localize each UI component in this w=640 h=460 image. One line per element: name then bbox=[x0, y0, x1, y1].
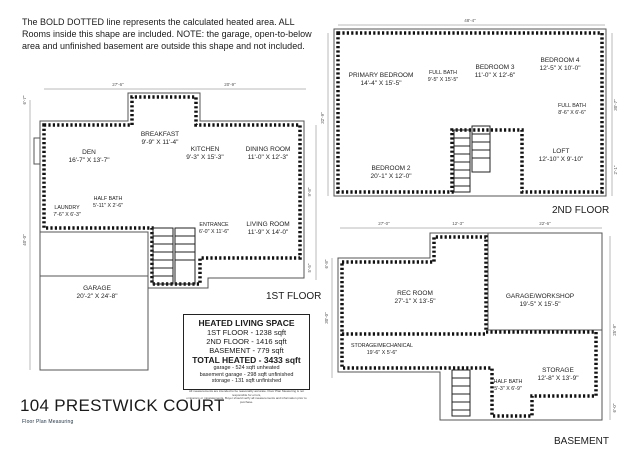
room-half-bath-basement: HALF BATH bbox=[494, 379, 523, 385]
dim-label: 6'-0" bbox=[612, 403, 617, 412]
room-laundry: LAUNDRY bbox=[54, 205, 80, 211]
property-address: 104 PRESTWICK COURT bbox=[20, 396, 225, 415]
dim-label: 30'-0" bbox=[324, 312, 329, 324]
dim-label: 27'-6" bbox=[112, 82, 124, 87]
basement-stairs bbox=[451, 369, 471, 417]
company-logo: Floor Plan Measuring bbox=[22, 419, 74, 425]
room-loft-size: 12'-10" X 9'-10" bbox=[539, 156, 584, 163]
summary-first-floor: 1ST FLOOR - 1238 sqft bbox=[206, 328, 287, 337]
room-garage-workshop: GARAGE/WORKSHOP bbox=[506, 293, 574, 300]
room-garage-workshop-size: 19'-5" X 15'-5" bbox=[519, 301, 561, 308]
room-storage-mechanical: STORAGE/MECHANICAL bbox=[351, 343, 413, 349]
room-breakfast-size: 9'-9" X 11'-4" bbox=[142, 139, 180, 146]
dim-label: 30'-7" bbox=[613, 99, 618, 111]
dim-label: 20'-9" bbox=[224, 82, 236, 87]
room-half-bath: HALF BATH bbox=[94, 196, 123, 202]
dim-label: 25'-9" bbox=[612, 324, 617, 336]
room-bedroom-3-size: 11'-0" X 12'-6" bbox=[475, 72, 516, 79]
heated-area-line-basement bbox=[340, 235, 598, 418]
room-rec-room: REC ROOM bbox=[397, 290, 433, 297]
room-kitchen-size: 9'-3" X 15'-3" bbox=[186, 154, 224, 161]
room-half-bath-basement-size: 5'-3" X 6'-9" bbox=[494, 386, 522, 392]
room-primary-bedroom: PRIMARY BEDROOM bbox=[349, 72, 414, 79]
summary-total: TOTAL HEATED - 3433 sqft bbox=[192, 355, 301, 365]
disclaimer-line: omissions or misstatements. Buyer should… bbox=[186, 396, 307, 404]
dim-label: 9'-8" bbox=[307, 187, 312, 196]
dim-label: 48'-4" bbox=[464, 18, 476, 23]
summary-basement-garage: basement garage - 298 sqft unfinished bbox=[199, 371, 294, 378]
dim-label: 22'-6" bbox=[539, 221, 551, 226]
summary-storage: storage - 131 sqft unfinished bbox=[211, 378, 282, 385]
basement-label: BASEMENT bbox=[554, 436, 610, 447]
room-den-size: 16'-7" X 13'-7" bbox=[68, 157, 110, 164]
disclaimer: All measurements are intended to be reas… bbox=[183, 389, 310, 404]
room-storage: STORAGE bbox=[542, 367, 574, 374]
basement-plan: 27'-0" 12'-3" 22'-6" 30'-0" 6'-8" 25'-9"… bbox=[324, 221, 617, 421]
room-bedroom-4-size: 12'-5" X 10'-0" bbox=[539, 65, 581, 72]
dim-label: 12'-3" bbox=[452, 221, 464, 226]
summary-basement: BASEMENT - 779 sqft bbox=[209, 346, 284, 355]
note-text: The BOLD DOTTED line represents the calc… bbox=[22, 17, 312, 51]
room-den: DEN bbox=[82, 149, 96, 156]
disclaimer-line: All measurements are intended to be reas… bbox=[188, 389, 305, 397]
first-floor-plan: 27'-6" 20'-9" 40'-0" 6'-7" 9'-8" 5'-5" B… bbox=[22, 82, 317, 371]
first-floor-stairs bbox=[152, 227, 196, 285]
heated-area-line-2nd bbox=[336, 31, 604, 194]
dim-label: 6'-7" bbox=[22, 95, 27, 104]
room-half-bath-size: 5'-11" X 2'-6" bbox=[93, 203, 123, 209]
room-bedroom-2-size: 20'-1" X 12'-0" bbox=[370, 173, 412, 180]
room-dining: DINING ROOM bbox=[246, 146, 291, 153]
room-breakfast: BREAKFAST bbox=[141, 131, 179, 138]
first-floor-label: 1ST FLOOR bbox=[266, 291, 322, 302]
room-garage: GARAGE bbox=[83, 285, 111, 292]
heated-space-summary: HEATED LIVING SPACE 1ST FLOOR - 1238 sqf… bbox=[183, 314, 310, 390]
garage-walls bbox=[39, 231, 149, 371]
room-full-bath-2: FULL BATH bbox=[558, 103, 586, 109]
room-full-bath-size: 9'-5" X 15'-5" bbox=[428, 77, 459, 83]
room-loft: LOFT bbox=[553, 148, 570, 155]
second-floor-plan: 48'-4" 32'-9" 30'-7" 2'-1" PRIMARY BEDRO… bbox=[320, 18, 618, 197]
room-bedroom-4: BEDROOM 4 bbox=[540, 57, 579, 64]
room-laundry-size: 7'-6" X 6'-3" bbox=[53, 212, 81, 218]
room-bedroom-3: BEDROOM 3 bbox=[475, 64, 514, 71]
second-floor-stairs bbox=[453, 125, 491, 193]
dim-label: 27'-0" bbox=[378, 221, 390, 226]
summary-garage: garage - 524 sqft unheated bbox=[213, 365, 280, 371]
room-living: LIVING ROOM bbox=[246, 221, 289, 228]
dim-label: 32'-9" bbox=[320, 112, 325, 124]
room-garage-size: 20'-2" X 24'-8" bbox=[76, 293, 118, 300]
summary-second-floor: 2ND FLOOR - 1416 sqft bbox=[206, 337, 287, 346]
room-living-size: 11'-9" X 14'-0" bbox=[248, 229, 289, 236]
dim-label: 2'-1" bbox=[613, 165, 618, 174]
room-primary-bedroom-size: 14'-4" X 15'-5" bbox=[360, 80, 402, 87]
heated-area-line-1st bbox=[42, 95, 302, 286]
dim-label: 40'-0" bbox=[22, 234, 27, 246]
room-full-bath-2-size: 8'-6" X 6'-6" bbox=[558, 110, 586, 116]
room-dining-size: 11'-0" X 12'-3" bbox=[248, 154, 289, 161]
room-kitchen: KITCHEN bbox=[191, 146, 220, 153]
room-storage-size: 12'-8" X 13'-9" bbox=[537, 375, 579, 382]
second-floor-label: 2ND FLOOR bbox=[552, 205, 610, 216]
room-full-bath: FULL BATH bbox=[429, 70, 457, 76]
dim-label: 6'-8" bbox=[324, 259, 329, 268]
dim-label: 5'-5" bbox=[307, 263, 312, 272]
room-entrance: ENTRANCE bbox=[199, 222, 229, 228]
room-storage-mechanical-size: 19'-6" X 5'-6" bbox=[367, 350, 398, 356]
room-rec-room-size: 27'-1" X 13'-5" bbox=[394, 298, 436, 305]
room-bedroom-2: BEDROOM 2 bbox=[371, 165, 410, 172]
bay-window bbox=[33, 137, 41, 165]
basement-walls bbox=[337, 232, 603, 421]
room-entrance-size: 6'-0" X 11'-6" bbox=[199, 229, 229, 235]
second-floor-walls bbox=[333, 28, 607, 197]
summary-title: HEATED LIVING SPACE bbox=[198, 318, 295, 328]
